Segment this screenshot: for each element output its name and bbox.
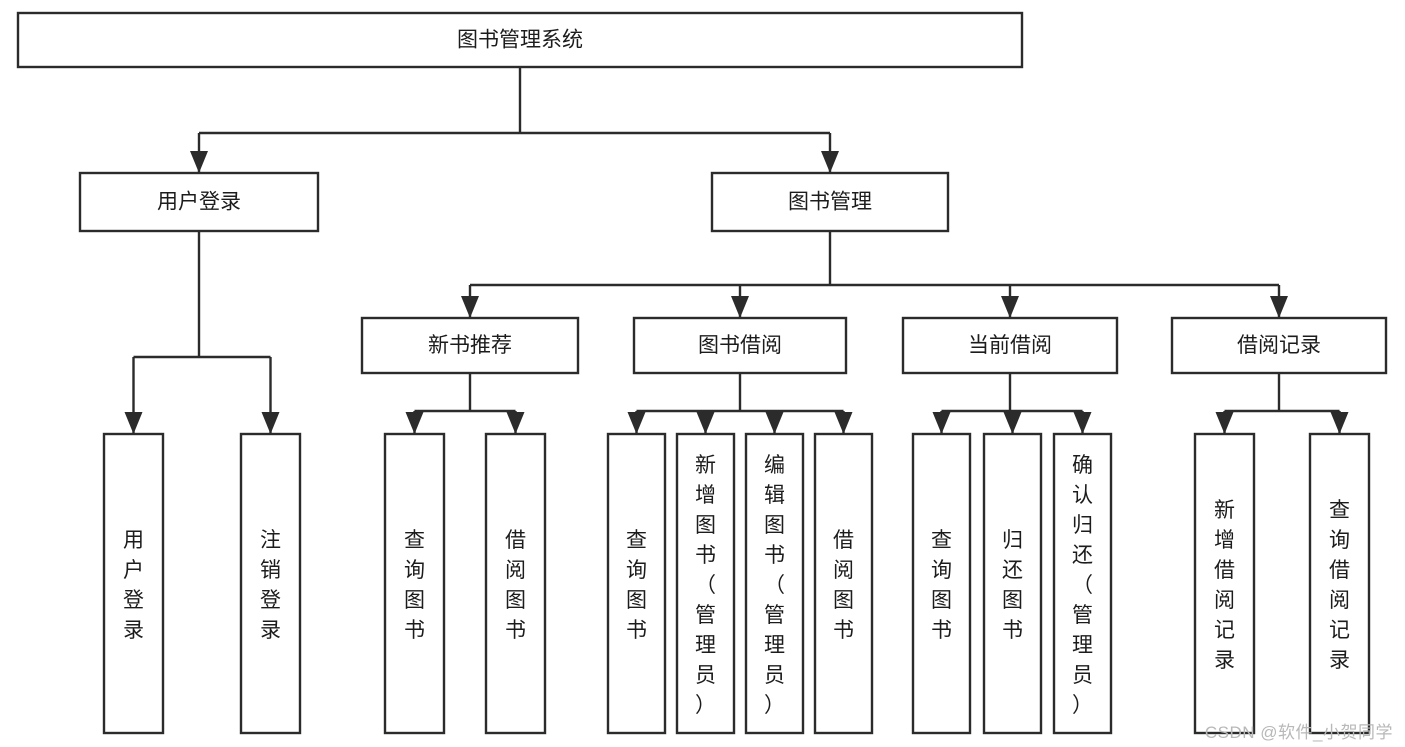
- edge-group-user-login: [124, 231, 280, 434]
- node-leaf-query-record-box[interactable]: [1308, 432, 1371, 735]
- arrow-head-icon: [731, 296, 749, 318]
- node-leaf-logout-label: 注销登录: [260, 529, 281, 642]
- node-leaf-user-login-label: 用户登录: [123, 529, 144, 642]
- arrow-head-icon: [627, 412, 646, 434]
- arrow-head-icon: [834, 412, 853, 434]
- edge-group-current-borrow: [932, 373, 1092, 434]
- node-leaf-borrow-book-b-label: 借阅图书: [833, 529, 854, 642]
- node-leaf-user-login-box[interactable]: [102, 432, 165, 735]
- node-leaf-add-book-label: 新增图书（管理员）: [695, 454, 716, 717]
- edge-group-borrow-records: [1215, 373, 1349, 434]
- node-leaf-borrow-book-a-box[interactable]: [484, 432, 547, 735]
- node-leaf-return-book-box[interactable]: [982, 432, 1043, 735]
- arrow-head-icon: [1003, 412, 1022, 434]
- node-leaf-return-book-label: 归还图书: [1002, 529, 1023, 642]
- arrow-head-icon: [1330, 412, 1349, 434]
- node-leaf-edit-book[interactable]: 编辑图书（管理员）: [744, 432, 805, 735]
- node-user-login[interactable]: 用户登录: [78, 171, 320, 233]
- node-leaf-edit-book-box[interactable]: [744, 432, 805, 735]
- node-leaf-query-book-a-label: 查询图书: [404, 529, 425, 642]
- node-user-login-label: 用户登录: [157, 191, 241, 214]
- node-leaf-logout[interactable]: 注销登录: [239, 432, 302, 735]
- node-new-book-recommend[interactable]: 新书推荐: [360, 316, 580, 375]
- arrow-head-icon: [932, 412, 951, 434]
- edges-layer: [124, 67, 1349, 434]
- node-leaf-add-record-label: 新增借阅记录: [1214, 499, 1235, 672]
- nodes-layer: 图书管理系统用户登录图书管理新书推荐图书借阅当前借阅借阅记录用户登录注销登录查询…: [16, 11, 1388, 735]
- arrow-head-icon: [506, 412, 525, 434]
- edge-group-book-borrow: [627, 373, 853, 434]
- node-borrow-records[interactable]: 借阅记录: [1170, 316, 1388, 375]
- arrow-head-icon: [461, 296, 479, 318]
- node-new-book-recommend-label: 新书推荐: [428, 334, 512, 357]
- arrow-head-icon: [1270, 296, 1288, 318]
- node-leaf-borrow-book-b-box[interactable]: [813, 432, 874, 735]
- node-leaf-query-book-a[interactable]: 查询图书: [383, 432, 446, 735]
- node-root-box[interactable]: [16, 11, 1024, 69]
- node-leaf-query-book-b[interactable]: 查询图书: [606, 432, 667, 735]
- node-borrow-records-box[interactable]: [1170, 316, 1388, 375]
- node-leaf-confirm-return[interactable]: 确认归还（管理员）: [1052, 432, 1113, 735]
- node-root[interactable]: 图书管理系统: [16, 11, 1024, 69]
- watermark-label: CSDN @软件_小贺同学: [1204, 723, 1393, 742]
- node-leaf-borrow-book-b[interactable]: 借阅图书: [813, 432, 874, 735]
- node-leaf-add-record[interactable]: 新增借阅记录: [1193, 432, 1256, 735]
- arrow-head-icon: [405, 412, 424, 434]
- node-book-borrow-box[interactable]: [632, 316, 848, 375]
- node-leaf-add-record-box[interactable]: [1193, 432, 1256, 735]
- arrow-head-icon: [1073, 412, 1092, 434]
- edge-group-new-book-recommend: [405, 373, 525, 434]
- node-current-borrow[interactable]: 当前借阅: [901, 316, 1119, 375]
- node-leaf-add-book[interactable]: 新增图书（管理员）: [675, 432, 736, 735]
- node-leaf-borrow-book-a[interactable]: 借阅图书: [484, 432, 547, 735]
- node-user-login-box[interactable]: [78, 171, 320, 233]
- arrow-head-icon: [1215, 412, 1234, 434]
- node-leaf-confirm-return-box[interactable]: [1052, 432, 1113, 735]
- node-leaf-query-book-b-box[interactable]: [606, 432, 667, 735]
- node-leaf-confirm-return-label: 确认归还（管理员）: [1072, 454, 1093, 717]
- node-borrow-records-label: 借阅记录: [1237, 334, 1321, 357]
- node-leaf-return-book[interactable]: 归还图书: [982, 432, 1043, 735]
- node-current-borrow-label: 当前借阅: [968, 334, 1052, 357]
- node-leaf-query-record-label: 查询借阅记录: [1329, 499, 1350, 672]
- node-leaf-query-book-c-box[interactable]: [911, 432, 972, 735]
- edge-group-book-management: [461, 231, 1288, 318]
- arrow-head-icon: [765, 412, 784, 434]
- arrow-head-icon: [124, 412, 143, 434]
- node-new-book-recommend-box[interactable]: [360, 316, 580, 375]
- node-book-management-box[interactable]: [710, 171, 950, 233]
- edge-group-root: [190, 67, 839, 173]
- node-leaf-edit-book-label: 编辑图书（管理员）: [764, 454, 785, 717]
- node-book-borrow[interactable]: 图书借阅: [632, 316, 848, 375]
- node-book-management-label: 图书管理: [788, 191, 872, 214]
- arrow-head-icon: [821, 151, 839, 173]
- node-leaf-borrow-book-a-label: 借阅图书: [505, 529, 526, 642]
- node-leaf-logout-box[interactable]: [239, 432, 302, 735]
- node-book-borrow-label: 图书借阅: [698, 334, 782, 357]
- arrow-head-icon: [261, 412, 280, 434]
- node-leaf-user-login[interactable]: 用户登录: [102, 432, 165, 735]
- node-book-management[interactable]: 图书管理: [710, 171, 950, 233]
- node-leaf-query-book-c[interactable]: 查询图书: [911, 432, 972, 735]
- arrow-head-icon: [1001, 296, 1019, 318]
- node-leaf-add-book-box[interactable]: [675, 432, 736, 735]
- node-leaf-query-book-c-label: 查询图书: [931, 529, 952, 642]
- arrow-head-icon: [696, 412, 715, 434]
- node-leaf-query-book-b-label: 查询图书: [626, 529, 647, 642]
- node-leaf-query-book-a-box[interactable]: [383, 432, 446, 735]
- node-current-borrow-box[interactable]: [901, 316, 1119, 375]
- arrow-head-icon: [190, 151, 208, 173]
- node-root-label: 图书管理系统: [457, 29, 583, 52]
- node-leaf-query-record[interactable]: 查询借阅记录: [1308, 432, 1371, 735]
